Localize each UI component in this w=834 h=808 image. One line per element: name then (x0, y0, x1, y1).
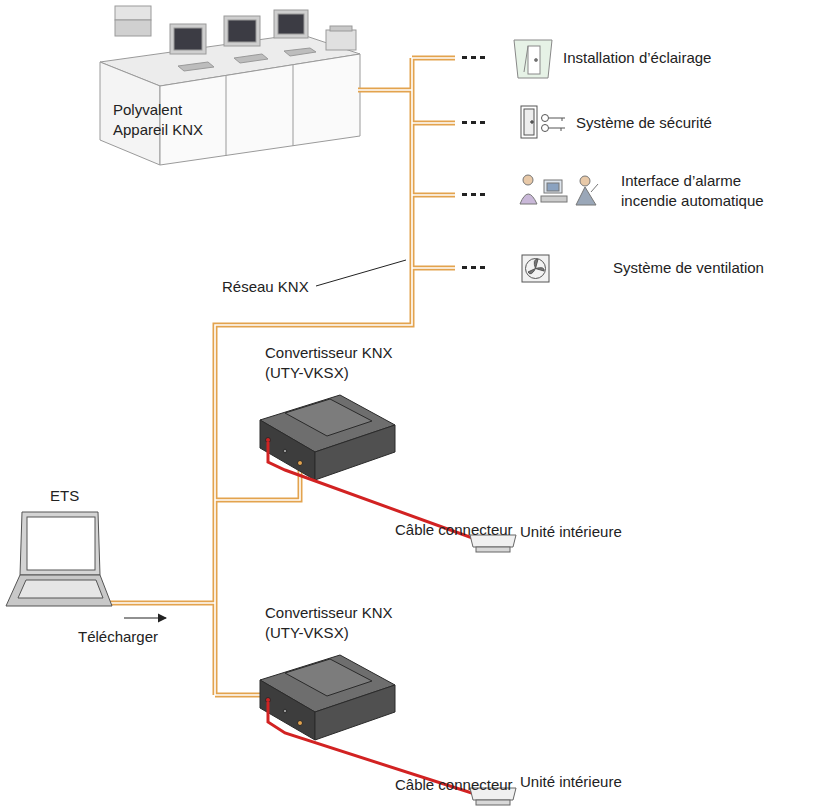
cable-label: Câble connecteur (395, 520, 513, 540)
indoor-unit-icon (470, 535, 516, 805)
device-label: ETS (50, 486, 79, 506)
laptop-illustration (6, 512, 112, 606)
device-label: Convertisseur KNX (UTY-VKSX) (265, 343, 415, 384)
lighting-icon (514, 40, 552, 78)
knx-bus (110, 58, 455, 730)
alarm-interface-icon (520, 175, 598, 205)
system-label: Installation d’éclairage (563, 48, 711, 68)
device-label: Unité intérieure (520, 772, 622, 792)
device-label: Convertisseur KNX (UTY-VKSX) (265, 603, 415, 644)
device-label: Polyvalent Appareil KNX (113, 100, 225, 141)
action-label: Télécharger (78, 627, 158, 647)
converter-illustration (260, 655, 395, 740)
leader-line (316, 260, 406, 286)
download-arrow (124, 617, 166, 618)
system-label: Système de ventilation (613, 258, 764, 278)
system-label: Système de sécurité (576, 113, 712, 133)
security-icon (521, 106, 565, 138)
cable-label: Câble connecteur (395, 775, 513, 795)
device-label: Unité intérieure (520, 522, 622, 542)
system-label: Interface d’alarme incendie automatique (621, 171, 796, 212)
ventilation-icon (522, 255, 549, 282)
continuation-dashes (462, 56, 485, 269)
console-illustration (100, 6, 360, 165)
network-label: Réseau KNX (222, 277, 309, 297)
